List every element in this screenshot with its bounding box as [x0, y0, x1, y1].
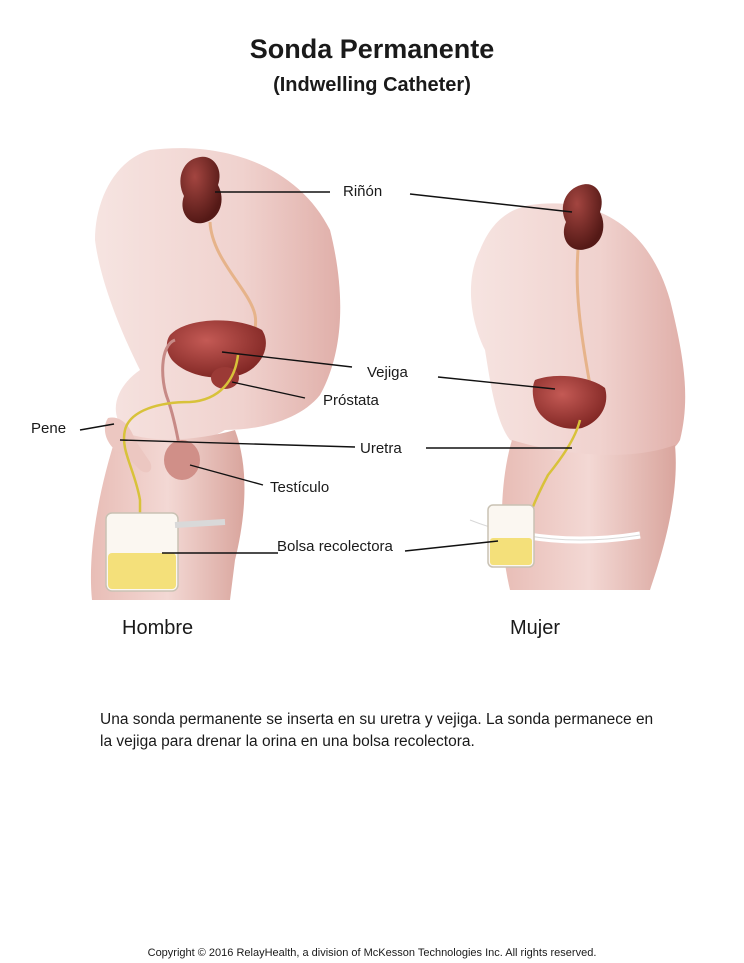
label-prostata: Próstata [323, 392, 379, 409]
anatomy-diagram [79, 148, 686, 600]
male-testicle [164, 440, 200, 480]
male-torso [95, 148, 341, 443]
figure-label-female: Mujer [510, 617, 561, 639]
page-title: Sonda Permanente [249, 34, 495, 64]
label-rinon: Riñón [343, 183, 383, 200]
leader-lines [79, 191, 573, 554]
female-kidney [562, 184, 604, 250]
male-prostate [211, 367, 239, 389]
label-uretra: Uretra [360, 440, 402, 457]
male-penis-shape [104, 417, 152, 473]
label-pene: Pene [31, 420, 67, 437]
label-vejiga: Vejiga [367, 364, 408, 381]
male-kidney [180, 156, 222, 224]
page-subtitle: (Indwelling Catheter) [273, 74, 471, 96]
copyright-notice: Copyright © 2016 RelayHealth, a division… [147, 947, 597, 959]
caption-text: Una sonda permanente se inserta en su ur… [100, 711, 654, 750]
female-figure [468, 184, 686, 590]
male-bladder [166, 320, 266, 378]
male-figure [90, 148, 341, 600]
label-testiculo: Testículo [270, 479, 330, 496]
female-torso [470, 203, 686, 462]
label-bolsa: Bolsa recolectora [277, 538, 393, 555]
figure-label-male: Hombre [122, 617, 194, 639]
